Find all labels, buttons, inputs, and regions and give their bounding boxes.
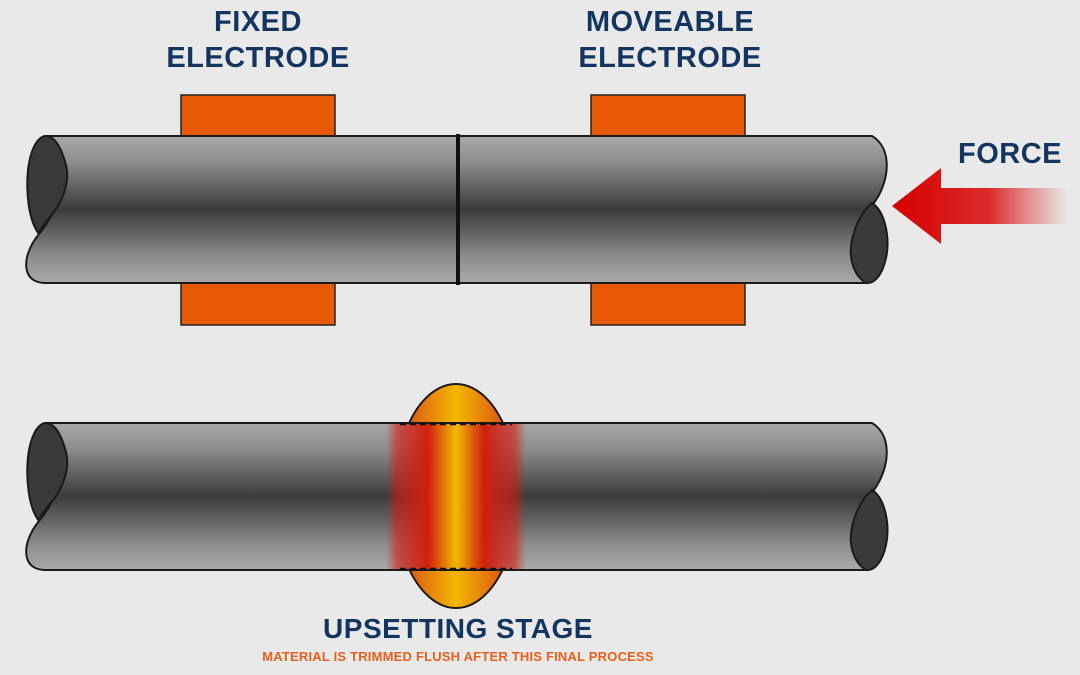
moveable-electrode-bottom-pad [590, 280, 746, 326]
stage-note: MATERIAL IS TRIMMED FLUSH AFTER THIS FIN… [262, 649, 654, 664]
rod-end-cut-left [26, 134, 69, 235]
rod-end-cut-right-bottom [849, 488, 889, 572]
rod-end-cut-right [849, 201, 889, 285]
heat-affected-zone [386, 424, 526, 569]
rod-end-cut-left-bottom [26, 421, 69, 522]
fixed-electrode-bottom-pad [180, 280, 336, 326]
moveable-workpiece-rod [458, 135, 889, 285]
force-label: FORCE [958, 138, 1062, 170]
fixed-electrode-label: FIXED ELECTRODE [166, 6, 350, 74]
stage-title: UPSETTING STAGE [323, 613, 593, 644]
fixed-workpiece-rod [25, 134, 458, 284]
moveable-electrode-top-pad [590, 94, 746, 138]
arrow-left-icon [892, 168, 1068, 244]
moveable-electrode-label: MOVEABLE ELECTRODE [578, 6, 762, 74]
fixed-electrode-top-pad [180, 94, 336, 138]
